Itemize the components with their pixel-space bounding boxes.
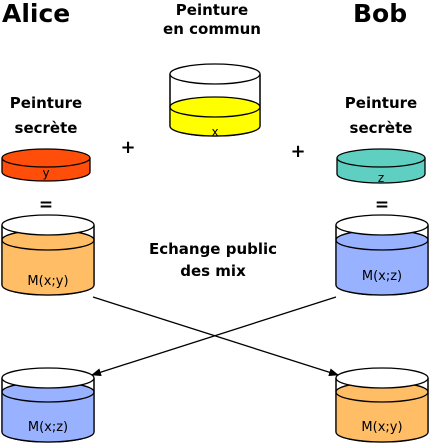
bob-secret-paint-label: z [378, 171, 384, 185]
bob-mix-label: M(x;z) [362, 269, 402, 284]
alice-secret-label-line2: secrète [15, 119, 78, 137]
bob-mix-pot: M(x;z) [335, 214, 429, 296]
common-paint-pot: x [169, 63, 261, 139]
common-paint-label: x [211, 125, 218, 139]
exchange-label-line1: Echange public [149, 240, 277, 258]
common-label-line1: Peinture [176, 1, 248, 19]
alice-secret-label-line1: Peinture [10, 94, 82, 112]
exchange-arrow-bob-to-alice [91, 296, 337, 377]
alice-plus-sign: + [120, 137, 135, 158]
bob-equals-sign: = [375, 195, 389, 215]
bob-secret-paint-pot: z [336, 148, 426, 185]
bob-title: Bob [353, 0, 407, 28]
bob-received-pot: M(x;y) [335, 367, 429, 443]
bob-secret-label-line1: Peinture [345, 94, 417, 112]
alice-equals-sign: = [39, 195, 53, 215]
alice-received-pot: M(x;z) [1, 367, 95, 443]
alice-mix-label: M(x;y) [27, 274, 68, 289]
alice-mix-pot: M(x;y) [1, 214, 95, 296]
common-label-line2: en commun [163, 20, 261, 38]
alice-secret-paint-pot: y [1, 148, 91, 182]
exchange-label-line2: des mix [180, 262, 246, 280]
bob-secret-label-line2: secrète [350, 119, 413, 137]
alice-secret-paint-label: y [42, 166, 49, 180]
alice-title: Alice [2, 0, 70, 28]
bob-plus-sign: + [290, 141, 305, 162]
alice-received-label: M(x;z) [28, 420, 68, 435]
bob-received-label: M(x;y) [361, 420, 402, 435]
